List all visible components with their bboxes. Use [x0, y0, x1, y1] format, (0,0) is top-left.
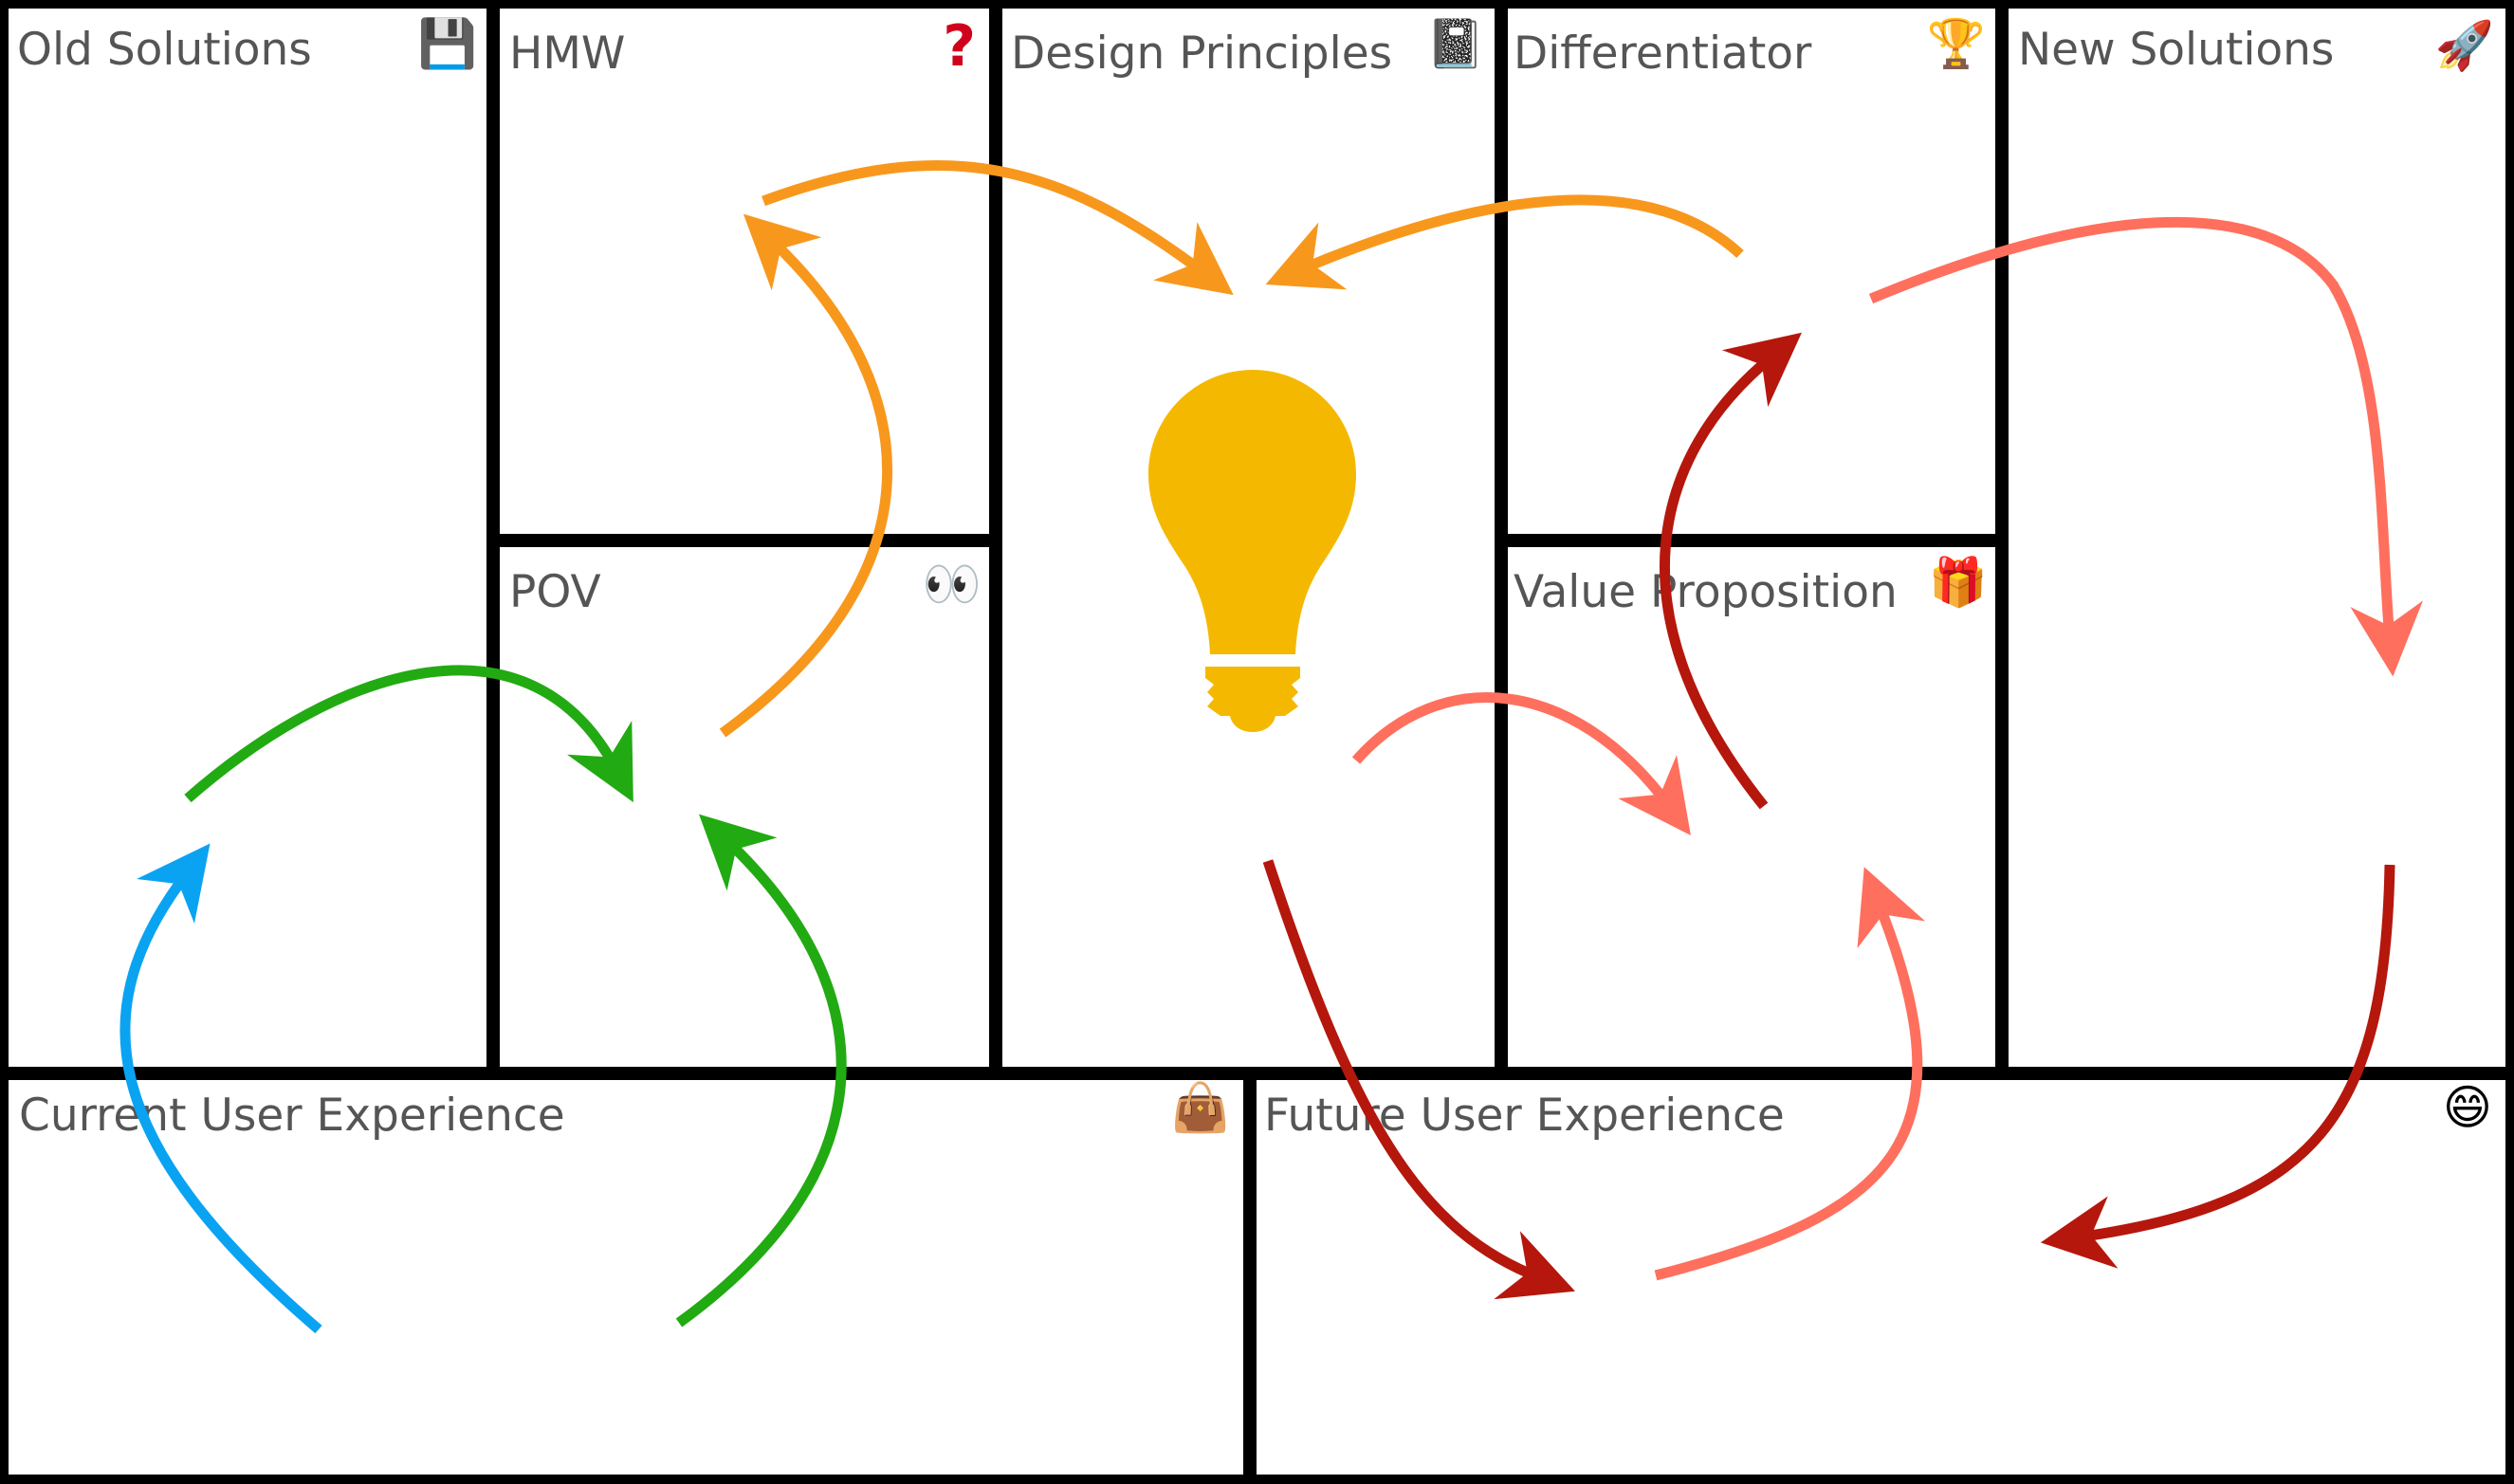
cell-label: Future User Experience — [1264, 1090, 1785, 1142]
cell-label: Current User Experience — [19, 1090, 565, 1142]
cell-label: HMW — [509, 27, 626, 80]
cell-hmw: HMW ? — [500, 9, 989, 534]
cell-new-solutions: New Solutions 🚀 — [2009, 9, 2505, 1067]
question-mark-icon: ? — [943, 13, 976, 80]
cell-differentiator: Differentiator 🏆 — [1508, 9, 1995, 534]
notebook-icon: 📓 — [1425, 16, 1485, 71]
handbag-icon: 👜 — [1170, 1080, 1230, 1135]
cell-value-proposition: Value Proposition 🎁 — [1508, 547, 1995, 1067]
grinning-face-icon: 😄 — [2442, 1080, 2492, 1135]
cell-old-solutions: Old Solutions 💾 — [9, 9, 486, 1067]
eyes-icon: 👀 — [922, 557, 982, 612]
gift-icon: 🎁 — [1928, 555, 1988, 610]
cell-current-user-experience: Current User Experience 👜 — [9, 1080, 1243, 1475]
cell-label: Value Proposition — [1514, 566, 1898, 618]
cell-label: New Solutions — [2018, 24, 2335, 76]
floppy-disk-icon: 💾 — [417, 16, 477, 71]
cell-label: Differentiator — [1514, 27, 1812, 80]
cell-label: POV — [509, 566, 601, 618]
cell-label: Design Principles — [1011, 27, 1393, 80]
cell-future-user-experience: Future User Experience 😄 — [1257, 1080, 2505, 1475]
trophy-icon: 🏆 — [1926, 16, 1986, 71]
rocket-icon: 🚀 — [2434, 18, 2494, 73]
cell-label: Old Solutions — [17, 24, 312, 76]
cell-design-principles: Design Principles 📓 — [1002, 9, 1495, 1067]
cell-pov: POV 👀 — [500, 547, 989, 1067]
